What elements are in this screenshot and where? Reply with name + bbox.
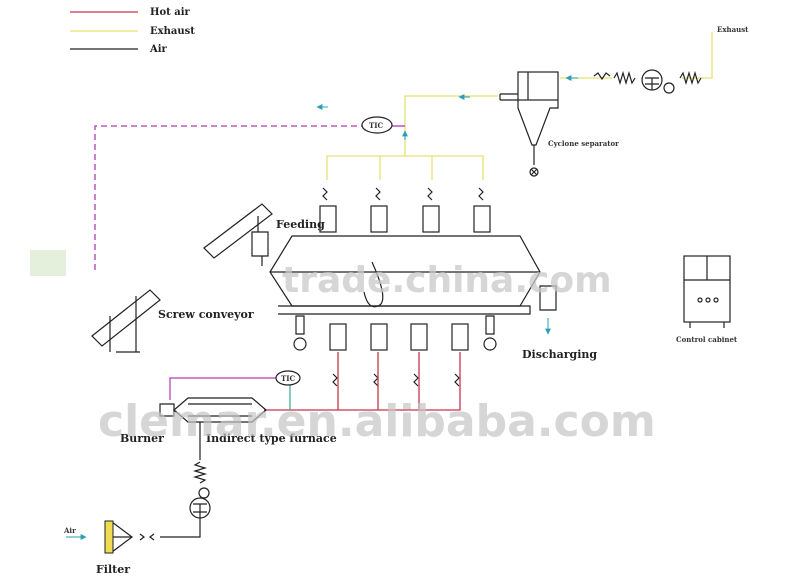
tic-top-label: TIC [369,121,383,130]
faded-box [30,250,66,276]
hot-air-inlets [329,323,469,387]
control-cabinet [683,255,731,328]
furnace [159,397,267,423]
furnace-label: Indirect type furnace [206,432,337,445]
tic-bottom-label: TIC [281,374,295,383]
legend: Hot air Exhaust Air [70,7,195,55]
feeding-label: Feeding [276,218,325,231]
discharge-outlet [539,285,557,311]
legend-air-label: Air [149,44,168,55]
filter [104,520,133,554]
legend-hot-air-label: Hot air [150,7,190,18]
tic-bottom: TIC [275,370,301,386]
legend-exhaust-label: Exhaust [150,26,195,37]
screw-conveyor-label: Screw conveyor [158,308,254,321]
dryer-body [269,235,541,315]
watermark-bottom: clemar.en.alibaba.com [98,396,656,447]
filter-label: Filter [96,563,130,576]
dust-collectors-top [319,187,491,233]
exhaust-pipes [326,32,713,180]
discharging-label: Discharging [522,348,597,361]
tic-top: TIC [361,116,393,134]
exhaust-top-label: Exhaust [717,25,749,34]
cyclone-label: Cyclone separator [548,139,619,148]
cyclone-separator [499,71,559,177]
screw-conveyor [91,289,161,353]
hot-air-pipes [264,352,461,411]
dryer-supports [293,315,497,351]
feeding-conveyor [203,203,273,266]
flow-arrows [66,75,578,540]
recirculation-duct [94,125,362,270]
air-supply [112,422,211,541]
control-cabinet-label: Control cabinet [676,335,738,344]
watermark-top: trade.china.com [282,260,612,301]
exhaust-fan [593,69,702,94]
burner-control-line [169,377,276,400]
air-in-label: Air [63,526,76,535]
burner-label: Burner [120,432,164,445]
